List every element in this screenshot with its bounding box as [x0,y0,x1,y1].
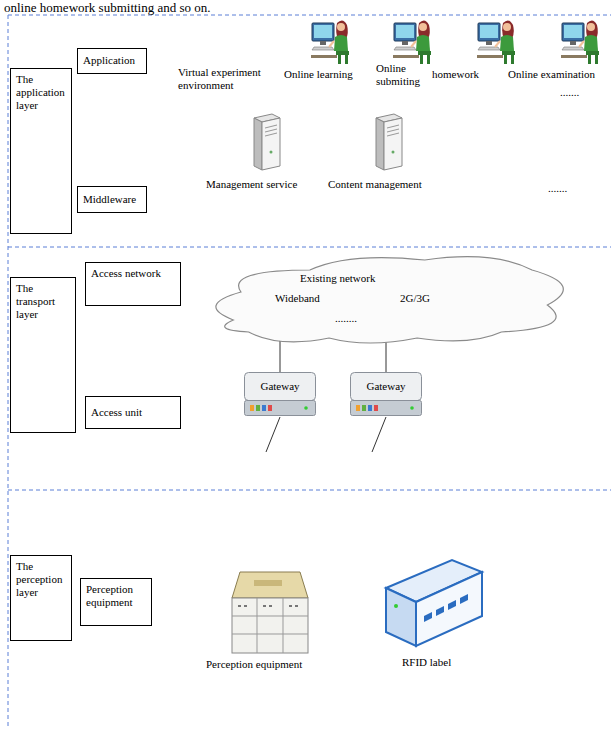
network-link [280,340,281,372]
service-label: Online examination [508,68,606,81]
service-label: Online submiting [376,62,428,88]
component-box: Access unit [85,396,181,429]
box-label: The application layer [16,73,66,113]
box-label: Gateway [350,380,422,393]
network-text: Wideband [275,292,320,305]
perception-equipment-icon [232,572,308,653]
box-label: Middleware [83,193,141,206]
user-icons [311,20,599,64]
box-label: Application [83,54,141,67]
layer-box: The transport layer [10,277,76,433]
network-link [386,340,387,372]
network-text: 2G/3G [400,292,430,305]
ellipsis: ....... [548,182,588,195]
network-text: Existing network [300,272,375,285]
gateway-wires [266,417,386,452]
box-label: Perception equipment [86,583,146,609]
service-label: Content management [328,178,438,191]
device-label: RFID label [402,656,482,669]
component-box: Application [77,48,147,74]
box-label: The perception layer [16,560,66,600]
server-icons [254,114,402,170]
ellipsis: ....... [560,86,600,99]
cloud-shape [195,250,578,350]
layer-box: The application layer [10,68,72,234]
rfid-reader-icon [386,560,482,646]
box-label: Gateway [244,380,316,393]
gateway-shape [350,372,422,416]
component-box: Access network [85,262,181,306]
service-label: Management service [206,178,316,191]
network-text: ........ [335,312,357,325]
network-cloud: Existing networkWideband 2G/3G........ [195,250,578,350]
service-label: Virtual experiment environment [178,66,270,92]
component-box: Middleware [77,186,147,213]
device-label: Perception equipment [206,658,326,671]
gateway-shape [244,372,316,416]
layer-dividers [8,15,611,729]
gateway-device: Gateway [244,372,316,416]
component-box: Perception equipment [80,578,152,626]
box-label: Access network [91,267,175,280]
service-label: homework [432,68,488,81]
box-label: The transport layer [16,282,70,322]
layer-box: The perception layer [10,555,72,641]
gateway-device: Gateway [350,372,422,416]
box-label: Access unit [91,406,175,419]
caption-text: online homework submitting and so on. [4,0,564,16]
service-label: Online learning [284,68,364,81]
